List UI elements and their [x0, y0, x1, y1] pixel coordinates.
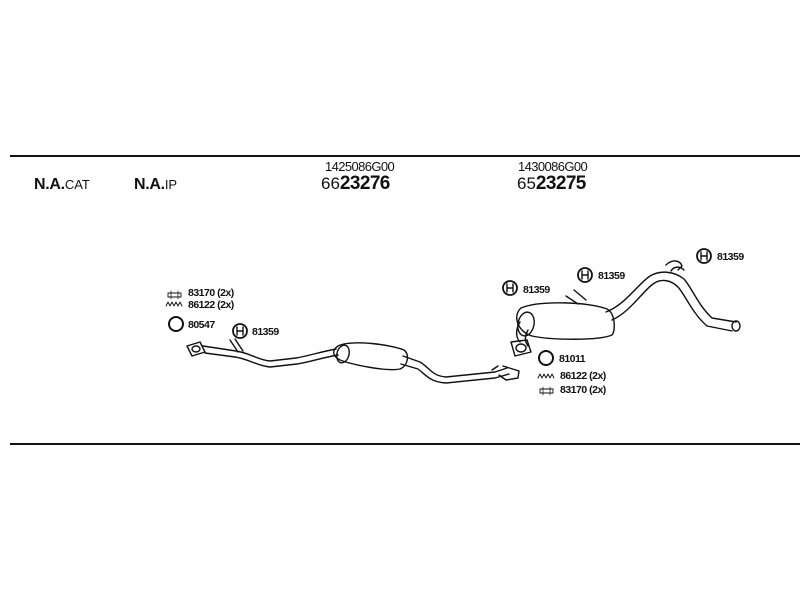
article-prefix-2: 65: [517, 174, 536, 193]
mid-pipe-icon: [400, 355, 520, 384]
ring-icon-right: [538, 350, 554, 366]
part-hanger-left: 81359: [252, 326, 279, 338]
article-number-1: 6623276: [321, 173, 390, 195]
part-spring-right: 86122 (2x): [560, 370, 606, 382]
front-muffler-icon: [333, 342, 409, 371]
na-cat-bold: N.A.: [34, 176, 65, 193]
part-spring-left: 86122 (2x): [188, 299, 234, 311]
na-ip-suffix: IP: [164, 177, 178, 192]
part-hanger-right-1: 81359: [523, 284, 550, 296]
article-prefix-1: 66: [321, 174, 340, 193]
na-cat-suffix: CAT: [64, 177, 90, 192]
na-cat-label: N.A.CAT: [34, 176, 90, 194]
part-clamp-right: 83170 (2x): [560, 384, 606, 396]
hanger-icon-right-3: [696, 248, 712, 264]
na-ip-bold: N.A.: [134, 176, 165, 193]
article-main-1: 23276: [339, 173, 390, 194]
clamp-icon-left: [167, 290, 182, 300]
part-hanger-right-3: 81359: [717, 251, 744, 263]
part-ring-left: 80547: [188, 319, 215, 331]
article-main-2: 23275: [535, 173, 586, 194]
rear-muffler-icon: [510, 289, 615, 357]
bottom-rule: [10, 443, 800, 445]
part-ring-right: 81011: [559, 353, 586, 365]
top-rule: [10, 155, 800, 157]
part-hanger-right-2: 81359: [598, 270, 625, 282]
oem-number-1: 1425086G00: [325, 159, 395, 174]
spring-icon-right: [537, 373, 555, 379]
na-ip-label: N.A.IP: [134, 176, 177, 194]
oem-number-2: 1430086G00: [518, 159, 588, 174]
ring-icon-left: [168, 316, 184, 332]
front-pipe-icon: [186, 338, 339, 368]
hanger-icon-right-2: [577, 267, 593, 283]
spring-icon-left: [165, 301, 183, 307]
hanger-icon-right-1: [502, 280, 518, 296]
hanger-icon-left: [232, 323, 248, 339]
clamp-icon-right: [539, 386, 554, 396]
part-clamp-left: 83170 (2x): [188, 287, 234, 299]
article-number-2: 6523275: [517, 173, 586, 195]
tail-pipe-icon: [605, 260, 741, 332]
